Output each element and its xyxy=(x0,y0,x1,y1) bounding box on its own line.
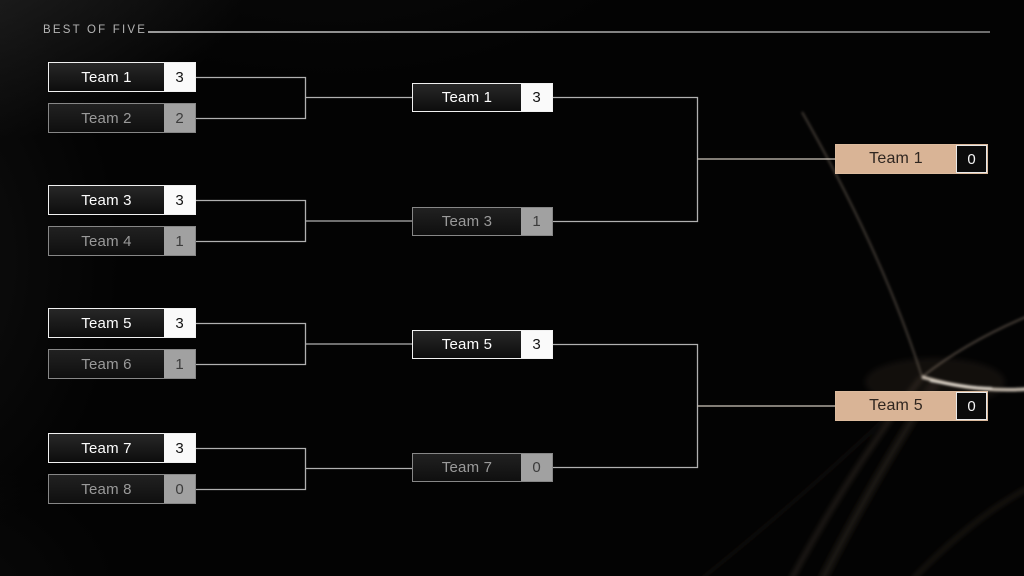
team-score-badge: 0 xyxy=(521,454,552,481)
round1-match3-bottom-team-box[interactable]: Team 6 1 xyxy=(48,349,196,379)
final-top-team-box[interactable]: Team 1 0 xyxy=(835,144,988,174)
team-score-badge: 0 xyxy=(956,145,987,173)
team-score-badge: 0 xyxy=(164,475,195,503)
round1-match4-top-team-box[interactable]: Team 7 3 xyxy=(48,433,196,463)
final-bottom-team-box[interactable]: Team 5 0 xyxy=(835,391,988,421)
team-name-label: Team 5 xyxy=(441,336,493,353)
team-score-badge: 3 xyxy=(164,186,195,214)
team-name-label: Team 1 xyxy=(81,68,132,86)
semifinal1-bottom-team-box[interactable]: Team 3 1 xyxy=(412,207,553,236)
semifinal1-top-team-box[interactable]: Team 1 3 xyxy=(412,83,553,112)
team-name-label: Team 3 xyxy=(81,191,132,209)
team-name-label: Team 1 xyxy=(441,89,493,106)
bracket-format-label: BEST OF FIVE xyxy=(43,24,148,36)
team-name-label: Team 7 xyxy=(81,439,132,457)
team-score-badge: 1 xyxy=(521,208,552,235)
team-score-badge: 3 xyxy=(164,309,195,337)
round1-match1-bottom-team-box[interactable]: Team 2 2 xyxy=(48,103,196,133)
team-score-badge: 3 xyxy=(164,434,195,462)
semifinal2-bottom-team-box[interactable]: Team 7 0 xyxy=(412,453,553,482)
team-name-label: Team 8 xyxy=(81,480,132,498)
team-name-label: Team 5 xyxy=(869,397,923,414)
round1-match4-bottom-team-box[interactable]: Team 8 0 xyxy=(48,474,196,504)
team-name-label: Team 5 xyxy=(81,314,132,332)
team-score-badge: 2 xyxy=(164,104,195,132)
round1-match1-top-team-box[interactable]: Team 1 3 xyxy=(48,62,196,92)
team-name-label: Team 7 xyxy=(441,459,493,476)
team-score-badge: 3 xyxy=(521,84,552,111)
round1-match3-top-team-box[interactable]: Team 5 3 xyxy=(48,308,196,338)
team-name-label: Team 6 xyxy=(81,355,132,373)
semifinal2-top-team-box[interactable]: Team 5 3 xyxy=(412,330,553,359)
team-score-badge: 1 xyxy=(164,350,195,378)
round1-match2-bottom-team-box[interactable]: Team 4 1 xyxy=(48,226,196,256)
team-score-badge: 3 xyxy=(521,331,552,358)
team-name-label: Team 1 xyxy=(869,150,923,167)
team-score-badge: 1 xyxy=(164,227,195,255)
team-score-badge: 0 xyxy=(956,392,987,420)
header-rule xyxy=(148,31,990,33)
team-name-label: Team 4 xyxy=(81,232,132,250)
team-name-label: Team 3 xyxy=(441,213,493,230)
team-score-badge: 3 xyxy=(164,63,195,91)
round1-match2-top-team-box[interactable]: Team 3 3 xyxy=(48,185,196,215)
team-name-label: Team 2 xyxy=(81,109,132,127)
